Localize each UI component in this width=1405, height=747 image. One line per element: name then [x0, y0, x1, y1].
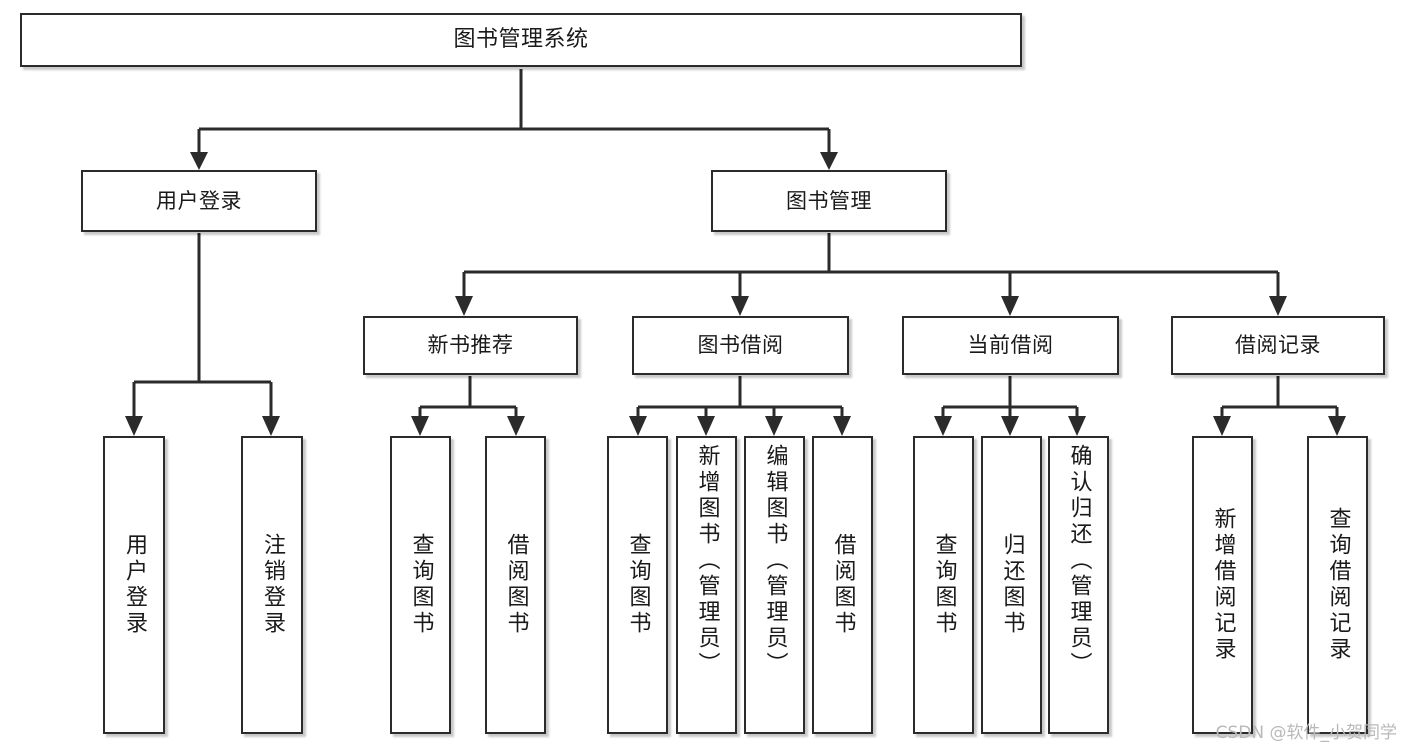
- node-leaf-borrow-book-2[interactable]: 借阅图书: [812, 436, 873, 734]
- node-current-borrow[interactable]: 当前借阅: [902, 316, 1119, 375]
- node-new-book-recommend-label: 新书推荐: [427, 333, 514, 358]
- node-leaf-confirm-return-label: 确认归还（管理员）: [1066, 444, 1092, 678]
- node-leaf-query-book-1[interactable]: 查询图书: [390, 436, 451, 734]
- node-borrow-record-label: 借阅记录: [1235, 333, 1321, 358]
- node-book-borrow[interactable]: 图书借阅: [632, 316, 849, 375]
- node-current-borrow-label: 当前借阅: [967, 333, 1054, 358]
- node-book-management[interactable]: 图书管理: [711, 170, 947, 232]
- node-leaf-confirm-return[interactable]: 确认归还（管理员）: [1048, 436, 1109, 734]
- node-leaf-edit-book-label: 编辑图书（管理员）: [762, 444, 788, 678]
- node-leaf-user-logout-label: 注销登录: [260, 533, 285, 637]
- node-borrow-record[interactable]: 借阅记录: [1171, 316, 1385, 375]
- node-leaf-user-login[interactable]: 用户登录: [103, 436, 165, 734]
- node-user-login[interactable]: 用户登录: [81, 170, 317, 232]
- node-book-borrow-label: 图书借阅: [697, 333, 784, 358]
- node-leaf-query-book-2-label: 查询图书: [625, 533, 651, 637]
- node-leaf-query-book-1-label: 查询图书: [408, 533, 434, 637]
- node-leaf-query-record[interactable]: 查询借阅记录: [1307, 436, 1368, 734]
- node-leaf-borrow-book-1-label: 借阅图书: [503, 533, 529, 637]
- node-leaf-return-book-label: 归还图书: [999, 533, 1025, 637]
- node-root[interactable]: 图书管理系统: [20, 13, 1022, 67]
- node-leaf-query-record-label: 查询借阅记录: [1325, 507, 1351, 663]
- node-leaf-query-book-2[interactable]: 查询图书: [607, 436, 668, 734]
- node-leaf-user-logout[interactable]: 注销登录: [241, 436, 303, 734]
- csdn-watermark: CSDN @软件_小贺同学: [1215, 723, 1397, 743]
- node-leaf-borrow-book-2-label: 借阅图书: [830, 533, 856, 637]
- node-leaf-query-book-3-label: 查询图书: [931, 533, 957, 637]
- node-new-book-recommend[interactable]: 新书推荐: [363, 316, 578, 375]
- node-root-label: 图书管理系统: [453, 27, 589, 53]
- node-leaf-user-login-label: 用户登录: [122, 533, 147, 637]
- node-leaf-edit-book[interactable]: 编辑图书（管理员）: [744, 436, 805, 734]
- node-user-login-label: 用户登录: [156, 188, 242, 213]
- node-leaf-add-record-label: 新增借阅记录: [1210, 507, 1236, 663]
- node-leaf-return-book[interactable]: 归还图书: [981, 436, 1042, 734]
- node-leaf-add-book-label: 新增图书（管理员）: [694, 444, 720, 678]
- node-leaf-add-record[interactable]: 新增借阅记录: [1192, 436, 1253, 734]
- node-leaf-add-book[interactable]: 新增图书（管理员）: [676, 436, 737, 734]
- node-book-management-label: 图书管理: [786, 188, 872, 213]
- node-leaf-query-book-3[interactable]: 查询图书: [913, 436, 974, 734]
- node-leaf-borrow-book-1[interactable]: 借阅图书: [485, 436, 546, 734]
